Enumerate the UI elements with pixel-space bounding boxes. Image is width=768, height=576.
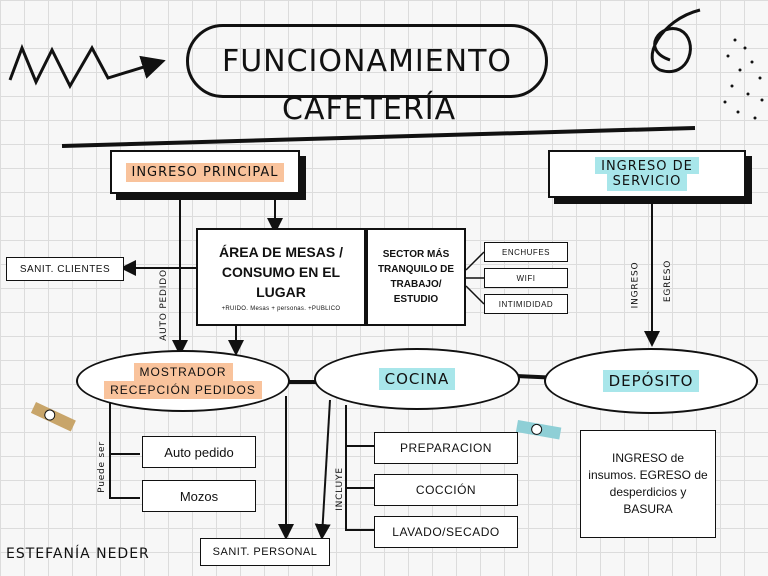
cocina-item-lavado: LAVADO/SECADO [374,516,518,548]
puede-ser-label: Puede ser [96,441,107,493]
title-oval: FUNCIONAMIENTO [186,24,548,98]
area-mesas-title: ÁREA DE MESAS / CONSUMO EN EL LUGAR [219,244,343,300]
sanit-clientes-box: SANIT. CLIENTES [6,257,124,281]
sector-item-enchufes: ENCHUFES [484,242,568,262]
tape-decoration-right [515,420,562,440]
ingreso-principal-label: INGRESO PRINCIPAL [125,162,285,182]
scribble-decoration [650,8,701,74]
mostrador-item-mozos: Mozos [142,480,256,512]
deposito-text: INGRESO de insumos. EGRESO de desperdici… [588,451,708,516]
title-underline [61,126,696,148]
ingreso-servicio-line2: SERVICIO [606,174,688,191]
ingreso-servicio-box: INGRESO DE SERVICIO [548,150,746,198]
ingreso-principal-box: INGRESO PRINCIPAL [110,150,300,194]
auto-pedido-label: AUTO PEDIDO [158,269,169,341]
mostrador-oval: MOSTRADOR RECEPCIÓN PEDIDOS [76,350,290,412]
deposito-text-box: INGRESO de insumos. EGRESO de desperdici… [580,430,716,538]
area-mesas-box: ÁREA DE MESAS / CONSUMO EN EL LUGAR +RUI… [196,228,366,326]
cocina-label: COCINA [378,368,456,390]
author-name: ESTEFANÍA NEDER [6,546,150,562]
sector-item-wifi: WIFI [484,268,568,288]
egreso-label: EGRESO [663,259,674,303]
deposito-oval: DEPÓSITO [544,348,758,414]
zigzag-decoration [8,43,166,90]
sanit-personal-box: SANIT. PERSONAL [200,538,330,566]
mostrador-line1: MOSTRADOR [133,363,233,381]
mostrador-line2: RECEPCIÓN PEDIDOS [104,381,262,399]
ingreso-label: INGRESO [630,261,641,309]
sanit-clientes-label: SANIT. CLIENTES [19,263,111,275]
dots-decoration [723,38,764,120]
deposito-label: DEPÓSITO [602,370,700,392]
tape-decoration-left [30,402,76,432]
sector-tranquilo-box: SECTOR MÁS TRANQUILO DE TRABAJO/ ESTUDIO [366,228,466,326]
sector-tranquilo-title: SECTOR MÁS TRANQUILO DE TRABAJO/ ESTUDIO [377,249,455,305]
cocina-item-coccion: COCCIÓN [374,474,518,506]
incluye-label: INCLUYE [334,467,345,511]
mostrador-item-auto-pedido: Auto pedido [142,436,256,468]
ingreso-servicio-line1: INGRESO DE [595,157,699,174]
cocina-oval: COCINA [314,348,520,410]
sector-item-intimididad: INTIMIDIDAD [484,294,568,314]
area-mesas-note: +RUIDO. Mesas + personas. +PUBLICO [221,306,341,312]
cocina-item-preparacion: PREPARACION [374,432,518,464]
title-line1: FUNCIONAMIENTO [221,43,513,79]
title-line2: CAFETERÍA [282,92,457,127]
